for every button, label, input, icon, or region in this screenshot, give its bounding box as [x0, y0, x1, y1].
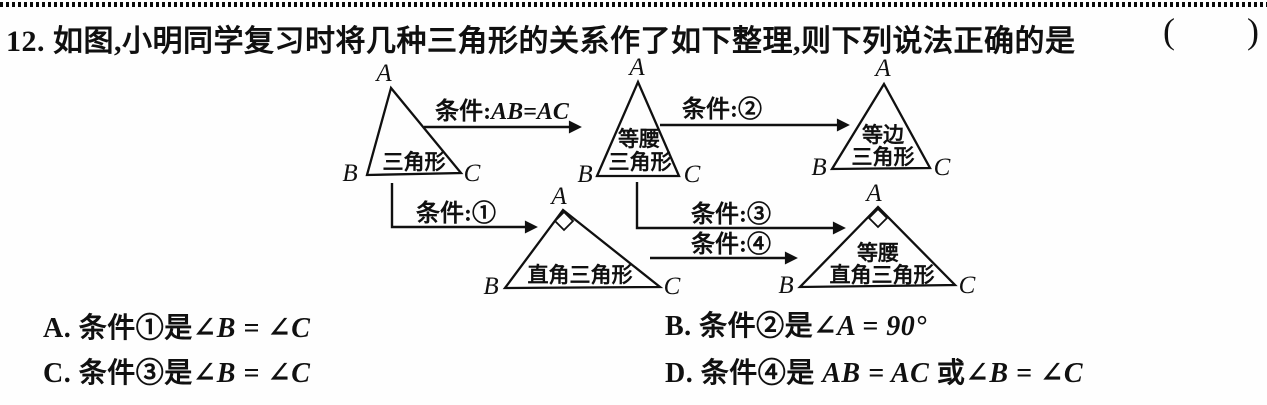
- condition-4-label: 条件:④: [691, 230, 771, 258]
- question-text: 如图,小明同学复习时将几种三角形的关系作了如下整理,则下列说法正确的是: [53, 25, 1076, 58]
- question-number: 12.: [6, 25, 45, 58]
- choice-b-text: B. 条件②是: [665, 311, 814, 342]
- choice-a: A. 条件①是∠B = ∠C: [43, 306, 310, 346]
- t3-vertex-c-label: C: [934, 154, 951, 181]
- choice-d-math-2: ∠B = ∠C: [965, 358, 1084, 389]
- answer-paren-close: ): [1247, 11, 1259, 51]
- choice-c-math: ∠B = ∠C: [192, 358, 311, 389]
- choice-d-math-1: AB = AC: [822, 358, 930, 389]
- choice-d: D. 条件④是 AB = AC 或∠B = ∠C: [665, 351, 1083, 391]
- triangle-equilateral-shape: [829, 81, 932, 171]
- triangle-isosceles-right-label-1: 等腰: [857, 241, 899, 265]
- triangle-isosceles-label-2: 三角形: [609, 150, 672, 174]
- condition-3-label: 条件:③: [691, 200, 771, 228]
- t2-vertex-c-label: C: [684, 161, 701, 188]
- right-angle-mark-t5: [867, 207, 889, 229]
- t5-vertex-b-label: B: [778, 272, 793, 299]
- triangle-right-label: 直角三角形: [528, 263, 633, 287]
- t4-vertex-b-label: B: [483, 273, 498, 300]
- t5-vertex-c-label: C: [959, 272, 976, 299]
- t1-vertex-c-label: C: [464, 160, 481, 187]
- triangle-right-shape: [502, 208, 664, 290]
- t3-vertex-a-label: A: [873, 55, 891, 82]
- triangle-isosceles-right-shape: [797, 205, 958, 289]
- triangle-equilateral-label-2: 三角形: [852, 145, 915, 169]
- choice-c: C. 条件③是∠B = ∠C: [43, 351, 310, 391]
- question-line: 12.如图,小明同学复习时将几种三角形的关系作了如下整理,则下列说法正确的是: [6, 16, 1076, 60]
- choice-a-text: A. 条件①是: [43, 313, 193, 344]
- arrow-isosceles-to-isosceles-right: [635, 182, 846, 235]
- triangle-generic-label: 三角形: [383, 150, 446, 174]
- t2-vertex-a-label: A: [627, 55, 645, 81]
- condition-2-label: 条件:②: [682, 95, 762, 123]
- choice-c-text: C. 条件③是: [43, 358, 193, 389]
- t2-vertex-b-label: B: [577, 161, 592, 188]
- choice-a-math: ∠B = ∠C: [192, 313, 311, 344]
- t5-vertex-a-label: A: [864, 180, 882, 207]
- t1-vertex-b-label: B: [342, 160, 357, 187]
- choice-d-text: D. 条件④是: [665, 358, 823, 389]
- condition-1-label: 条件:①: [416, 199, 496, 227]
- choice-d-conj: 或: [929, 358, 966, 389]
- t3-vertex-b-label: B: [811, 154, 826, 181]
- t1-vertex-a-label: A: [374, 60, 392, 87]
- choice-b-math: ∠A = 90°: [813, 311, 927, 342]
- right-angle-mark-t4: [553, 210, 575, 232]
- triangle-isosceles-label-1: 等腰: [618, 127, 660, 151]
- condition-ab-label: 条件:AB=AC: [435, 98, 570, 125]
- t4-vertex-a-label: A: [549, 183, 567, 210]
- triangle-isosceles-shape: [595, 79, 681, 178]
- choice-b: B. 条件②是∠A = 90°: [665, 304, 927, 344]
- triangle-isosceles-right-label-2: 直角三角形: [830, 263, 935, 287]
- dotted-separator: [0, 2, 1267, 7]
- t4-vertex-c-label: C: [664, 273, 681, 300]
- triangle-equilateral-label-1: 等边: [862, 123, 905, 147]
- triangle-generic-shape: [365, 85, 464, 177]
- triangle-relationship-diagram: A B C 三角形 条件:AB=AC A B C 等腰 三角形 条件:② A B…: [342, 55, 976, 300]
- arrow-generic-to-right: [390, 183, 538, 234]
- answer-paren-open: (: [1163, 11, 1175, 51]
